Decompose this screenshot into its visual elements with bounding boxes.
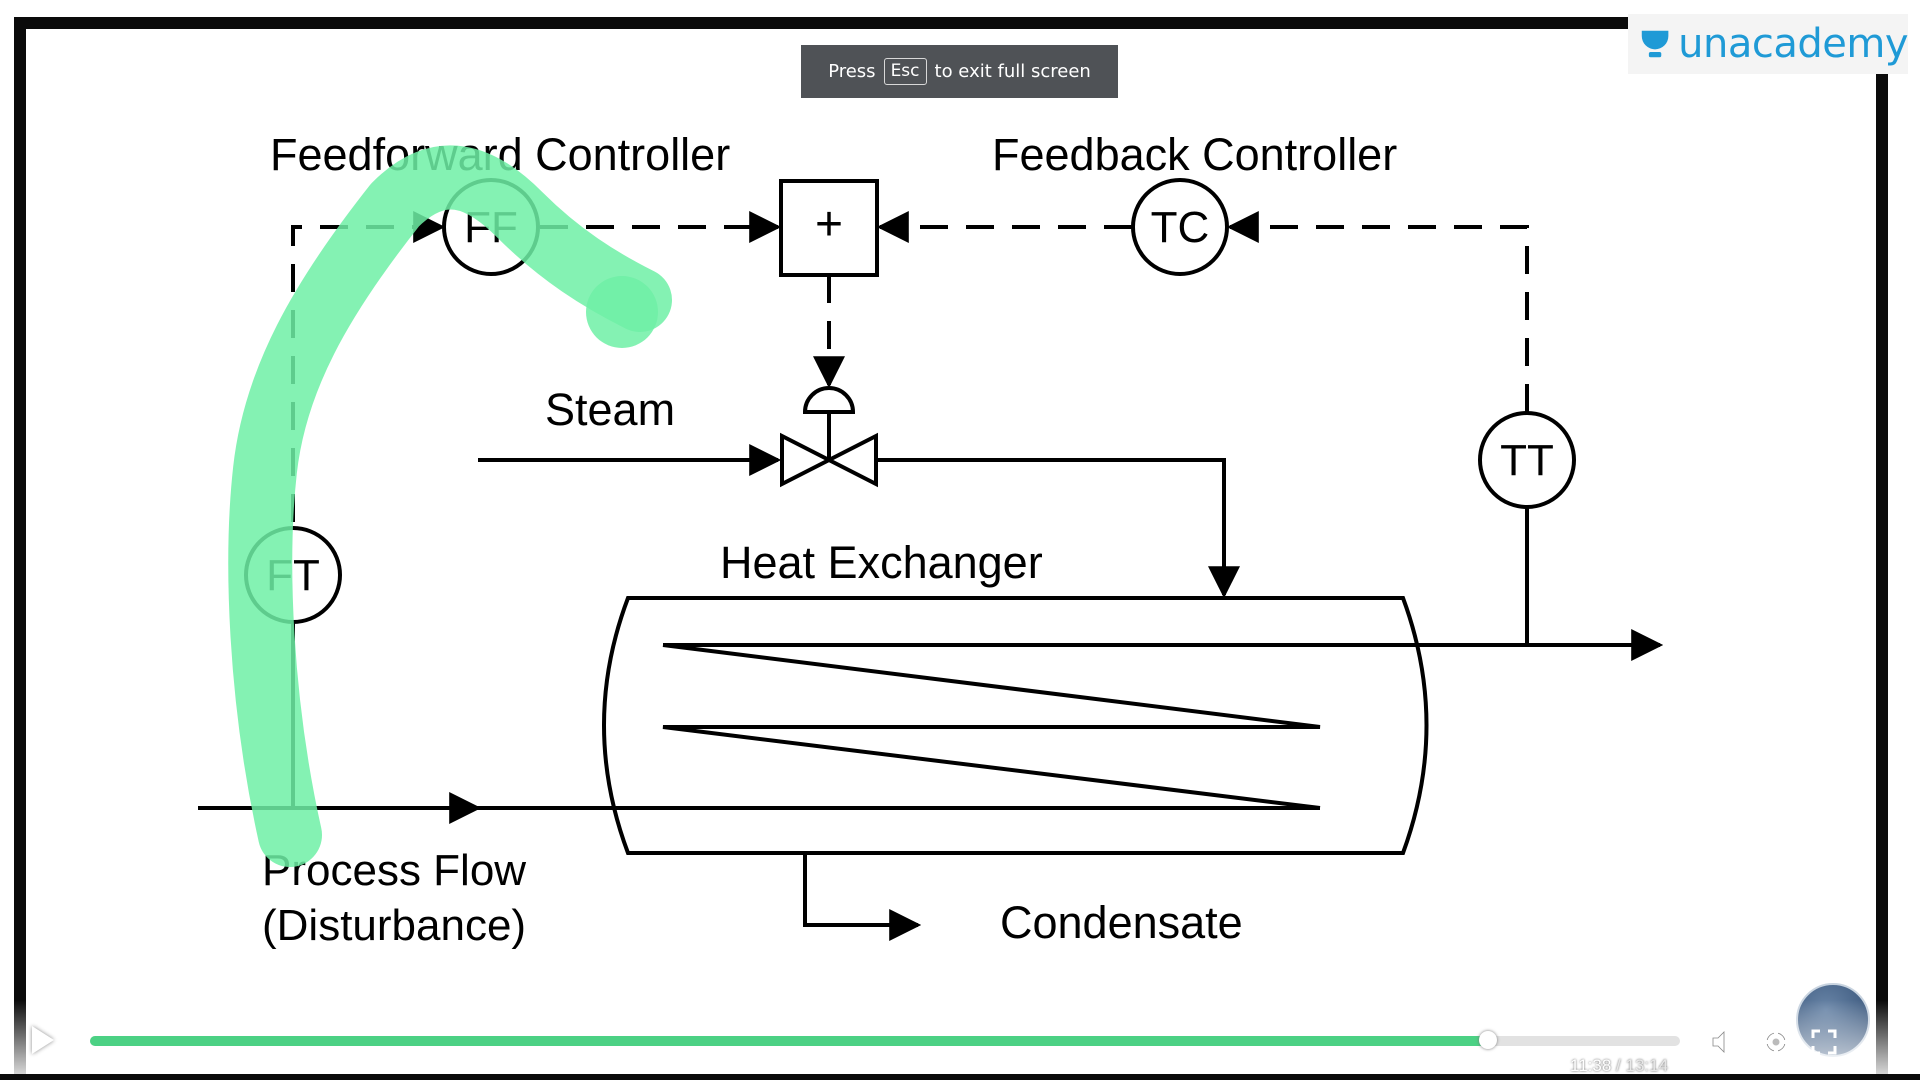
condensate-label: Condensate (1000, 897, 1243, 948)
sum-label: + (815, 198, 843, 251)
heat-exchanger-label: Heat Exchanger (720, 537, 1043, 588)
time-separator: / (1616, 1056, 1621, 1075)
esc-key: Esc (883, 58, 927, 85)
signal-lines (291, 211, 1529, 568)
feedback-controller-title: Feedback Controller (992, 129, 1397, 180)
volume-icon[interactable] (1710, 1028, 1738, 1056)
tube-coil (662, 643, 1321, 810)
steam-label: Steam (545, 384, 675, 435)
time-display: 11:38 / 13:14 (1570, 1056, 1668, 1076)
current-time: 11:38 (1570, 1056, 1612, 1075)
duration: 13:14 (1625, 1056, 1669, 1075)
unacademy-logo-icon (1641, 30, 1669, 58)
sum-block: + (779, 179, 879, 277)
play-icon[interactable] (32, 1026, 54, 1054)
logo-text: unacademy (1678, 21, 1908, 67)
highlight-blob (586, 276, 658, 348)
tt-transmitter: TT (1478, 411, 1576, 509)
fullscreen-notice: Press Esc to exit full screen (801, 45, 1118, 98)
control-valve (780, 386, 878, 488)
player-controls: 11:38 / 13:14 (14, 1000, 1888, 1080)
condensate-line (803, 853, 922, 941)
tt-to-tc-signal (1226, 211, 1529, 412)
bottom-border (0, 1074, 1920, 1080)
unacademy-logo: unacademy (1628, 14, 1908, 74)
tc-controller: TC (1131, 178, 1229, 276)
progress-thumb[interactable] (1478, 1031, 1497, 1049)
progress-bar[interactable] (90, 1031, 1680, 1049)
fullscreen-notice-rest: to exit full screen (934, 61, 1091, 82)
steam-to-exchanger-line (876, 458, 1240, 599)
tt-label: TT (1500, 436, 1554, 485)
tc-label: TC (1151, 203, 1210, 252)
progress-fill (90, 1036, 1488, 1046)
fullscreen-notice-press: Press (828, 61, 876, 82)
settings-icon[interactable] (1762, 1028, 1790, 1056)
fullscreen-icon[interactable] (1810, 1028, 1838, 1056)
highlight-stroke (228, 145, 672, 867)
heat-exchanger-shell (602, 596, 1429, 855)
disturbance-label: (Disturbance) (262, 901, 526, 950)
